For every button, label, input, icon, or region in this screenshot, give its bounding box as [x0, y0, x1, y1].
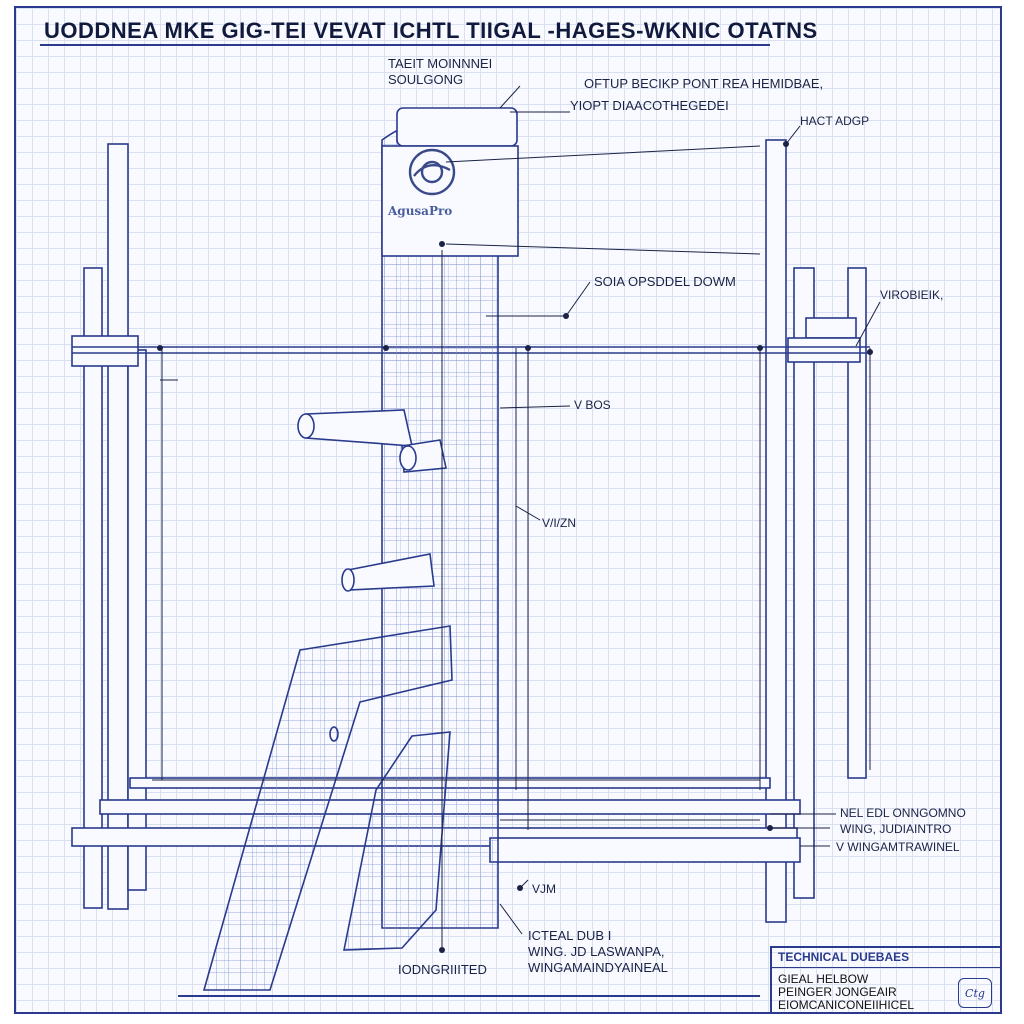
- title-block-line-3: EIOMCANICONEIIHICEL: [778, 998, 915, 1012]
- title-underline: [40, 44, 770, 46]
- drawing-title: UODDNEA MKE GIG-TEI VEVAT ICHTL TIIGAL -…: [44, 18, 818, 43]
- right-frame: [765, 139, 867, 923]
- dummy-leg: [202, 625, 453, 991]
- leader-lines: [152, 85, 881, 950]
- title-block-divider: [772, 967, 1002, 968]
- label-mid-2: V/I/ZN: [542, 516, 577, 530]
- dummy-body: [381, 107, 519, 929]
- title-block-line-2: PEINGER JONGEAIR: [778, 985, 897, 999]
- gear-emblem-icon: [408, 148, 456, 196]
- left-frame: [71, 143, 147, 910]
- label-top-left-2: SOULGONG: [388, 72, 464, 87]
- label-bottom-tag: VJM: [532, 882, 556, 896]
- label-mid-1: V BOS: [574, 398, 611, 412]
- label-top-right: HACT ADGP: [800, 114, 870, 128]
- label-bottom-right-2: WING, JUDIAINTRO: [840, 822, 952, 836]
- dummy-arms: [297, 409, 447, 592]
- label-right-side: VIROBIEIK,: [880, 288, 944, 302]
- label-bottom-left: IODNGRIIITED: [398, 962, 487, 977]
- label-bottom-right-3: V WINGAMTRAWINEL: [836, 840, 960, 854]
- title-block: TECHNICAL DUEBAES GIEAL HELBOW PEINGER J…: [770, 946, 1002, 1014]
- label-top-center-2: YIOPT DIAACOTHEGEDEI: [570, 98, 729, 113]
- dimension-dots: [157, 141, 873, 953]
- label-bottom-center-3: WINGAMAINDYAINEAL: [528, 960, 668, 975]
- label-mid-upper: SOIA OPSDDEL DOWM: [594, 274, 736, 289]
- label-top-center-1: OFTUP BECIKP PONT REA HEMIDBAE,: [584, 76, 824, 91]
- approval-stamp: Ctg: [958, 978, 992, 1008]
- title-block-line-1: GIEAL HELBOW: [778, 972, 869, 986]
- label-top-left-1: TAEIT MOINNNEI: [388, 56, 493, 71]
- title-block-header: TECHNICAL DUEBAES: [778, 950, 910, 964]
- brand-logo-text: AgusaPro: [388, 204, 453, 218]
- label-bottom-center-2: WING. JD LASWANPA,: [528, 944, 665, 959]
- label-bottom-right-1: NEL EDL ONNGOMNO: [840, 806, 966, 820]
- label-bottom-center-1: ICTEAL DUB I: [528, 928, 612, 943]
